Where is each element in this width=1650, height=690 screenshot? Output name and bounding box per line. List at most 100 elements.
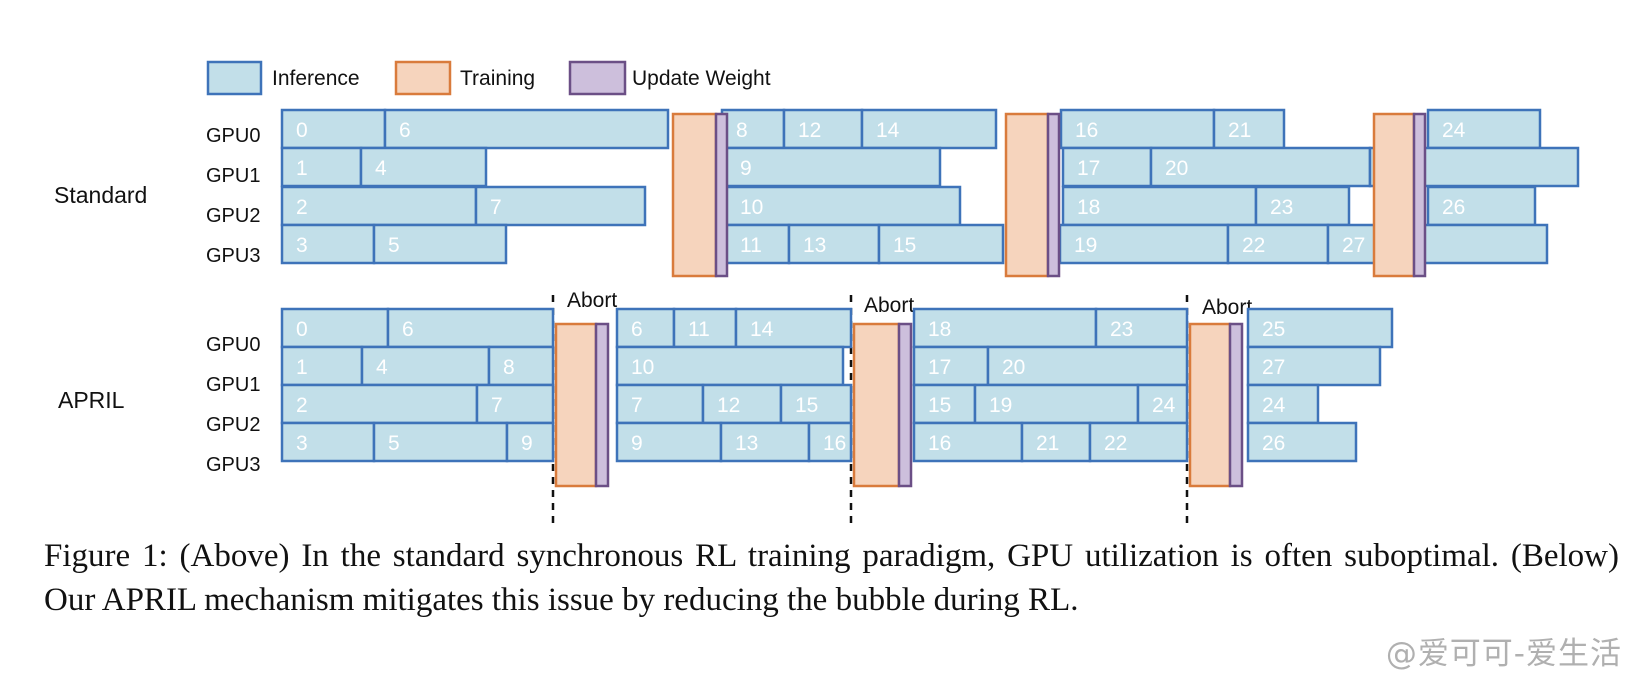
request-id-label: 12 <box>717 394 740 417</box>
request-id-label: 19 <box>989 394 1012 417</box>
request-id-label: 7 <box>490 196 502 219</box>
inference-block <box>280 185 478 227</box>
request-id-label: 23 <box>1270 196 1293 219</box>
inference-block <box>1326 223 1549 265</box>
request-id-label: 19 <box>1074 234 1097 257</box>
training-block <box>671 112 718 278</box>
inference-block <box>505 421 555 463</box>
request-id-label: 27 <box>1262 356 1285 379</box>
standard-section-label: Standard <box>54 182 147 208</box>
standard-gpu-labels: GPU0 GPU1 GPU2 GPU3 <box>206 125 260 267</box>
request-id-label: 16 <box>823 432 846 455</box>
request-id-label: 2 <box>296 196 308 219</box>
request-id-label: 16 <box>1075 119 1098 142</box>
inference-block <box>701 383 783 425</box>
april-gpu-label: GPU0 <box>206 334 260 356</box>
request-id-label: 7 <box>491 394 503 417</box>
inference-block <box>615 345 845 387</box>
inference-block <box>280 383 479 425</box>
april-gpu-label: GPU3 <box>206 454 260 476</box>
request-id-label: 24 <box>1442 119 1466 142</box>
request-id-label: 14 <box>750 318 774 341</box>
request-id-label: 24 <box>1262 394 1286 417</box>
inference-block <box>877 223 1005 265</box>
inference-block <box>359 146 488 188</box>
request-id-label: 15 <box>893 234 916 257</box>
request-id-label: 1 <box>296 157 308 180</box>
training-block <box>1188 322 1232 488</box>
request-id-label: 25 <box>1262 318 1285 341</box>
inference-block <box>724 185 962 227</box>
rl-scheduling-diagram: Inference Training Update Weight Standar… <box>54 60 1580 525</box>
standard-gpu-label: GPU3 <box>206 245 260 267</box>
request-id-label: 15 <box>795 394 818 417</box>
request-id-label: 9 <box>521 432 533 455</box>
inference-block <box>1246 307 1394 349</box>
update-weight-block <box>714 112 729 278</box>
training-block <box>1004 112 1050 278</box>
update-weight-block <box>1228 322 1244 488</box>
inference-block <box>615 383 705 425</box>
inference-block <box>383 108 670 150</box>
inference-block <box>280 345 364 387</box>
inference-block <box>1149 146 1372 188</box>
inference-block <box>720 108 786 150</box>
request-id-label: 9 <box>740 157 752 180</box>
inference-block <box>615 421 723 463</box>
request-id-label: 14 <box>876 119 900 142</box>
request-id-label: 1 <box>296 356 308 379</box>
request-id-label: 26 <box>1262 432 1285 455</box>
request-id-label: 6 <box>631 318 643 341</box>
inference-block <box>1212 108 1286 150</box>
request-id-label: 17 <box>1077 157 1100 180</box>
inference-block <box>1094 307 1189 349</box>
abort-label: Abort <box>567 289 617 312</box>
inference-block <box>386 307 555 349</box>
request-id-label: 27 <box>1342 234 1365 257</box>
request-id-label: 3 <box>296 432 308 455</box>
request-id-label: 2 <box>296 394 308 417</box>
request-id-label: 0 <box>296 318 308 341</box>
inference-block <box>1088 421 1189 463</box>
request-id-label: 13 <box>735 432 758 455</box>
legend-inference-swatch <box>206 60 263 96</box>
inference-block <box>787 223 881 265</box>
request-id-label: 18 <box>928 318 951 341</box>
request-id-label: 5 <box>388 234 400 257</box>
request-id-label: 4 <box>375 157 387 180</box>
inference-block <box>1254 185 1351 227</box>
request-id-label: 23 <box>1110 318 1133 341</box>
inference-block <box>474 185 647 227</box>
abort-label: Abort <box>864 294 914 317</box>
inference-block <box>615 307 676 349</box>
inference-block <box>724 146 942 188</box>
request-id-label: 12 <box>798 119 821 142</box>
request-id-label: 6 <box>399 119 411 142</box>
inference-block <box>1136 383 1189 425</box>
request-id-label: 0 <box>296 119 308 142</box>
request-id-label: 11 <box>688 318 710 341</box>
request-id-label: 16 <box>928 432 951 455</box>
standard-schedule: 0681214162124149172025271018232635111315… <box>280 108 1580 278</box>
april-gpu-labels: GPU0 GPU1 GPU2 GPU3 <box>206 334 260 476</box>
abort-label: Abort <box>1202 296 1252 319</box>
inference-block <box>912 421 1024 463</box>
inference-block <box>807 421 853 463</box>
request-id-label: 26 <box>1442 196 1465 219</box>
request-id-label: 10 <box>740 196 763 219</box>
inference-block <box>487 345 555 387</box>
inference-block <box>782 108 864 150</box>
standard-gpu-label: GPU1 <box>206 165 260 187</box>
request-id-label: 10 <box>631 356 654 379</box>
training-block <box>852 322 901 488</box>
inference-block <box>1246 345 1382 387</box>
request-id-label: 6 <box>402 318 414 341</box>
update-weight-block <box>1046 112 1061 278</box>
request-id-label: 3 <box>296 234 308 257</box>
inference-block <box>986 345 1189 387</box>
legend-inference-label: Inference <box>272 67 360 90</box>
request-id-label: 8 <box>503 356 515 379</box>
request-id-label: 22 <box>1242 234 1265 257</box>
inference-block <box>912 345 990 387</box>
